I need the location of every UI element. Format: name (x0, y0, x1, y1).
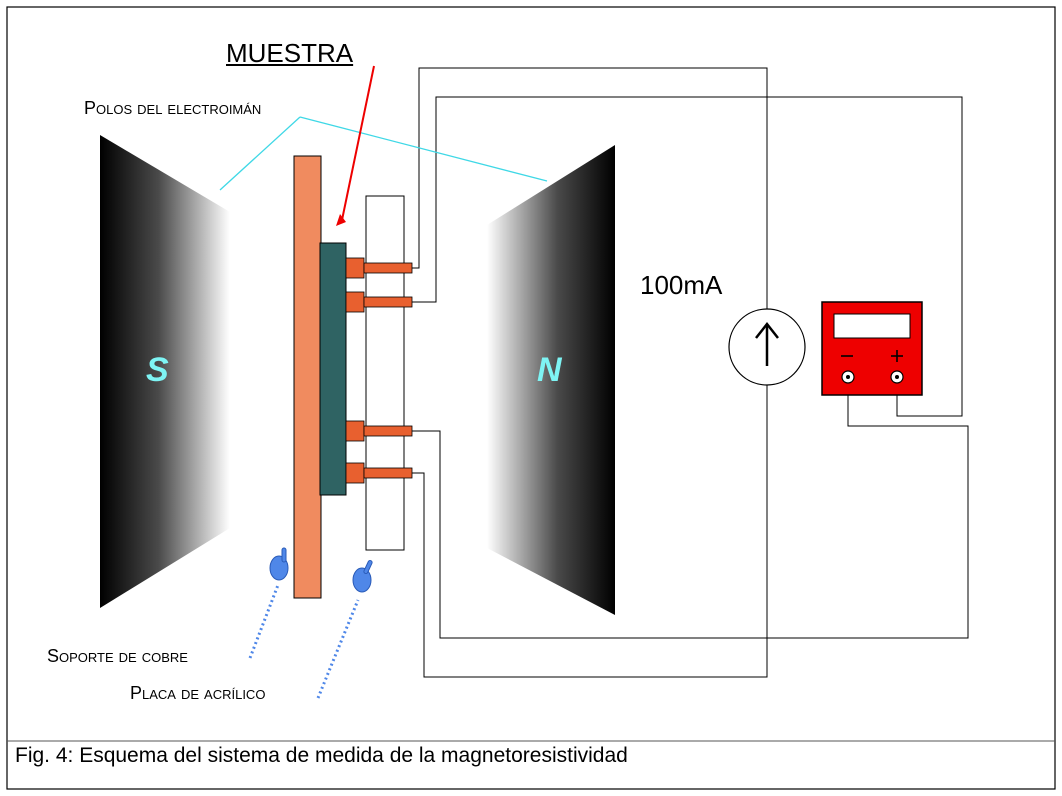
voltmeter (821, 301, 923, 396)
current-source (728, 308, 806, 386)
sample (319, 242, 347, 496)
sample-pointer-arrow (336, 65, 375, 226)
pole-north (487, 145, 615, 615)
pole-leader-lines (219, 116, 548, 191)
poles-label: Polos del electroimán (84, 98, 262, 118)
pole-north-letter: N (537, 351, 562, 389)
copper-support-label: Soporte de cobre (47, 646, 188, 666)
current-source-arrow-icon (755, 321, 779, 366)
current-value-label: 100mA (640, 270, 723, 300)
pole-south (100, 135, 230, 608)
sample-contacts (345, 257, 413, 484)
pointing-hand-icon (269, 547, 289, 581)
figure-border (6, 6, 1056, 790)
sample-title: MUESTRA (226, 38, 354, 68)
copper-support-pointer (248, 547, 289, 659)
pointing-hand-icon (352, 559, 373, 593)
pole-south-letter: S (146, 351, 169, 389)
plus-sign (891, 350, 903, 362)
acrylic-plate (365, 195, 405, 551)
acrylic-plate-label: Placa de acrílico (130, 683, 266, 703)
voltmeter-display (833, 313, 911, 339)
copper-support (293, 155, 322, 599)
figure-caption: Fig. 4: Esquema del sistema de medida de… (15, 744, 628, 767)
circuit-wires (410, 67, 969, 678)
acrylic-plate-pointer (316, 559, 373, 699)
